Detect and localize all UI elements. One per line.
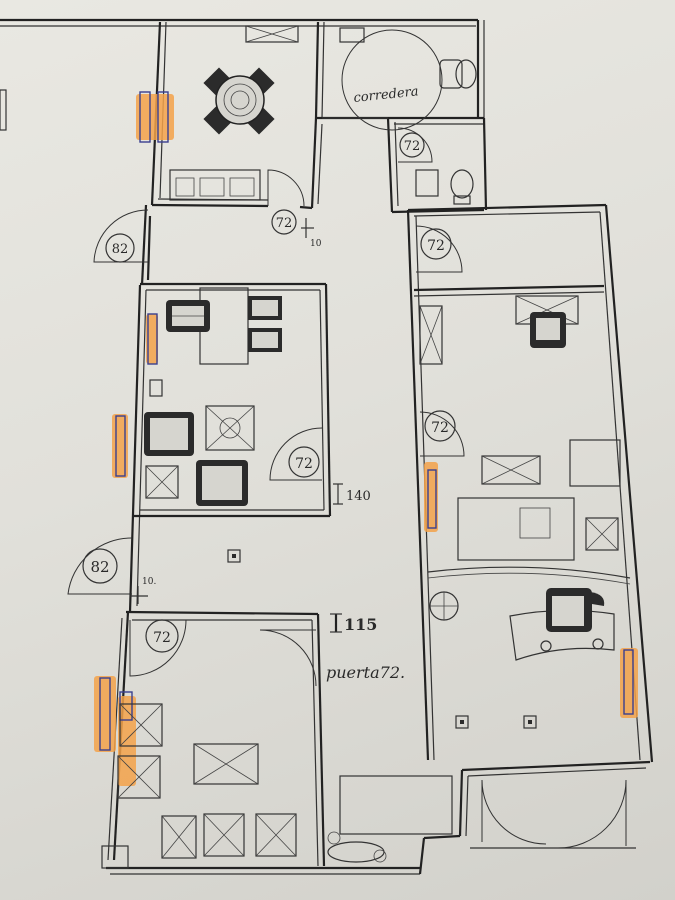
door-size-d1: 72 <box>271 209 297 235</box>
dim-140: 140 <box>333 483 371 505</box>
svg-text:82: 82 <box>90 558 109 576</box>
right-room-furniture <box>327 295 621 863</box>
label-puerta: puerta72. <box>326 663 405 682</box>
svg-text:72: 72 <box>295 456 313 472</box>
svg-text:72: 72 <box>431 420 449 436</box>
svg-text:115: 115 <box>344 615 377 634</box>
ceiling-points <box>0 89 537 729</box>
svg-text:72: 72 <box>404 139 421 154</box>
doors <box>67 29 636 849</box>
label-corredera: corredera <box>353 84 419 106</box>
door-size-d6: 72 <box>288 446 320 478</box>
door-size-d3: 82 <box>105 233 135 263</box>
annotations: corredera puerta72. 140 115 10 10. <box>130 84 419 682</box>
kitchen-counter <box>169 169 261 201</box>
svg-text:10.: 10. <box>142 577 156 587</box>
svg-text:10: 10 <box>310 239 322 249</box>
door-size-labels: 72 72 82 72 72 72 82 72 <box>82 132 456 653</box>
office3-furniture <box>101 703 297 869</box>
dim-10-top: 10 <box>301 218 322 249</box>
dim-115: 115 <box>330 613 377 634</box>
door-size-d7: 82 <box>82 548 118 584</box>
office1-furniture <box>144 287 282 506</box>
svg-text:140: 140 <box>346 489 371 504</box>
svg-text:72: 72 <box>276 216 293 231</box>
dim-10-mid: 10. <box>130 577 156 604</box>
door-size-d2: 72 <box>399 132 425 158</box>
round-table-set <box>203 67 275 135</box>
door-size-d5: 72 <box>424 410 456 442</box>
svg-text:82: 82 <box>112 242 129 257</box>
furniture <box>0 25 621 869</box>
window-markers <box>94 91 638 786</box>
door-size-d8: 72 <box>145 619 179 653</box>
svg-text:72: 72 <box>153 630 171 646</box>
svg-text:72: 72 <box>427 238 445 254</box>
door-size-d4: 72 <box>420 228 452 260</box>
bathroom-fixtures <box>339 27 477 205</box>
top-cabinet <box>245 25 299 43</box>
